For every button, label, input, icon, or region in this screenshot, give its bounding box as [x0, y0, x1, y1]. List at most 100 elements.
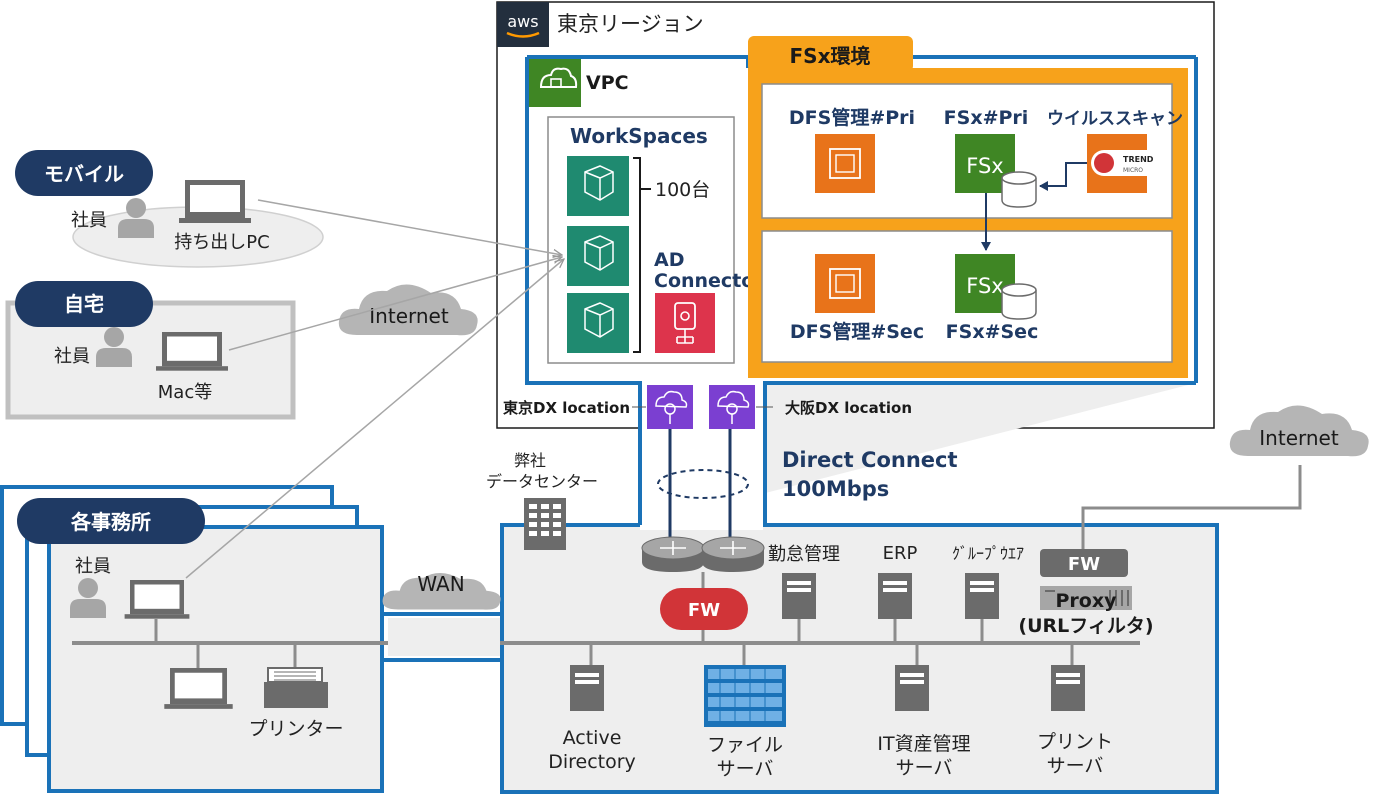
home-group: 自宅 社員 Mac等 [5, 281, 296, 420]
mobile-connection-line [257, 199, 562, 255]
it-asset-label: IT資産管理 [877, 733, 970, 755]
proxy-fw-badge [1040, 549, 1128, 577]
printer-icon [264, 667, 328, 708]
aws-logo-text: aws [507, 12, 538, 31]
svg-text:FSx: FSx [966, 274, 1003, 298]
proxy-label: Proxy [1056, 590, 1118, 612]
active-directory-label: Active [563, 727, 622, 749]
workspaces-icon [567, 156, 629, 216]
file-server-label: ファイル [707, 734, 783, 756]
storage-volume-icon [1001, 171, 1037, 208]
home-employee-label: 社員 [54, 346, 90, 367]
direct-connect-title: Direct Connect [782, 448, 958, 472]
home-pc-label: Mac等 [158, 382, 212, 403]
offices-label: 各事務所 [70, 510, 151, 534]
workspaces-group: WorkSpaces 100台 AD Connector [547, 116, 764, 364]
home-badge [15, 281, 153, 327]
firewall-badge [660, 588, 748, 630]
svg-text:MICRO: MICRO [1123, 167, 1143, 174]
print-server-label: サーバ [1047, 755, 1104, 777]
wan-label: WAN [417, 572, 464, 596]
offices-stack: 各事務所 社員 プリンター [0, 485, 388, 793]
aws-logo-icon [497, 2, 549, 47]
internet-right-label: Internet [1259, 426, 1339, 450]
ec2-icon [815, 254, 875, 313]
svg-text:FSx: FSx [966, 154, 1003, 178]
proxy-label: (URLフィルタ) [1018, 615, 1153, 637]
direct-connect: 東京DX location 大阪DX location Direct Conne… [503, 385, 958, 545]
osaka-dx-label: 大阪DX location [785, 399, 912, 417]
print-server-label: プリント [1037, 731, 1113, 753]
datacenter-building-icon [524, 498, 566, 550]
tokyo-dx-label: 東京DX location [503, 399, 630, 417]
print-server-icon [1051, 665, 1085, 711]
direct-connect-bandwidth: 100Mbps [782, 477, 889, 501]
dfs-pri-label: DFS管理#Pri [789, 106, 915, 129]
mobile-pc-label: 持ち出しPC [174, 232, 269, 253]
home-label: 自宅 [64, 292, 104, 316]
internet-left-label: Internet [369, 304, 449, 328]
laptop-icon [156, 332, 228, 371]
router-icon [641, 536, 705, 572]
fsx-icon: FSx [955, 254, 1015, 313]
it-asset-server-icon [895, 665, 929, 711]
fsx-environment-title: FSx環境 [790, 44, 871, 68]
laptop-icon [179, 180, 251, 223]
laptop-icon [124, 580, 190, 619]
storage-volume-icon [1001, 283, 1037, 320]
vpc-label: VPC [586, 72, 629, 94]
workspaces-label: WorkSpaces [570, 124, 708, 148]
workspaces-icon [567, 293, 629, 353]
groupware-label: ｸﾞﾙｰﾌﾟｳｴｱ [952, 544, 1024, 563]
region-label: 東京リージョン [557, 12, 704, 36]
fsx-pri-label: FSx#Pri [944, 107, 1029, 129]
ad-connector-label: Connector [654, 270, 764, 292]
fsx-environment: FSx環境 DFS管理#Pri FSx#Pri FSx ウイルススキャン TRE… [748, 36, 1188, 378]
workspaces-count: 100台 [655, 179, 710, 201]
mobile-employee-label: 社員 [71, 210, 107, 231]
internet-cloud-left: Internet [338, 284, 478, 336]
wan-cloud: WAN [382, 572, 501, 662]
mobile-label: モバイル [44, 162, 124, 186]
erp-label: ERP [883, 543, 918, 564]
internet-cloud-right: Internet [1081, 405, 1369, 549]
mobile-group: モバイル 社員 持ち出しPC [15, 150, 324, 268]
attendance-server-icon [782, 573, 816, 619]
file-server-storage-icon [704, 665, 786, 727]
home-connection-line [228, 257, 562, 351]
offices-badge [17, 498, 205, 544]
office-connection-line [185, 259, 564, 579]
office-employee-label: 社員 [75, 556, 111, 577]
workspaces-icon [567, 226, 629, 286]
datacenter-label: データセンター [486, 472, 598, 491]
link-aggregation-ellipse [657, 469, 749, 499]
groupware-server-icon [965, 573, 999, 619]
ec2-icon [815, 134, 875, 193]
active-directory-server-icon [570, 665, 604, 711]
firewall-label: FW [688, 600, 720, 621]
ad-connector-label: AD [654, 249, 684, 271]
file-server-label: サーバ [717, 758, 774, 780]
datacenter-label: 弊社 [514, 451, 546, 470]
svg-text:TREND: TREND [1123, 155, 1154, 164]
erp-server-icon [878, 573, 912, 619]
proxy-appliance-icon [1040, 586, 1132, 610]
trend-micro-icon: TREND MICRO [1087, 134, 1165, 193]
dx-location-icon [647, 385, 693, 429]
virus-scan-label: ウイルススキャン [1047, 109, 1183, 129]
ad-connector-icon [655, 293, 715, 353]
printer-label: プリンター [248, 718, 343, 740]
aws-smile-icon [506, 31, 540, 38]
proxy-fw-label: FW [1068, 554, 1100, 575]
dx-location-icon [709, 385, 755, 429]
scan-arrow [1039, 162, 1087, 191]
workspaces-bracket [633, 157, 651, 353]
attendance-label: 勤怠管理 [768, 544, 840, 565]
vpc-icon [529, 59, 581, 107]
router-icon [701, 536, 765, 572]
dfs-sec-label: DFS管理#Sec [790, 320, 924, 343]
fsx-sec-label: FSx#Sec [946, 321, 1039, 343]
active-directory-label: Directory [548, 751, 636, 773]
it-asset-label: サーバ [896, 757, 953, 779]
